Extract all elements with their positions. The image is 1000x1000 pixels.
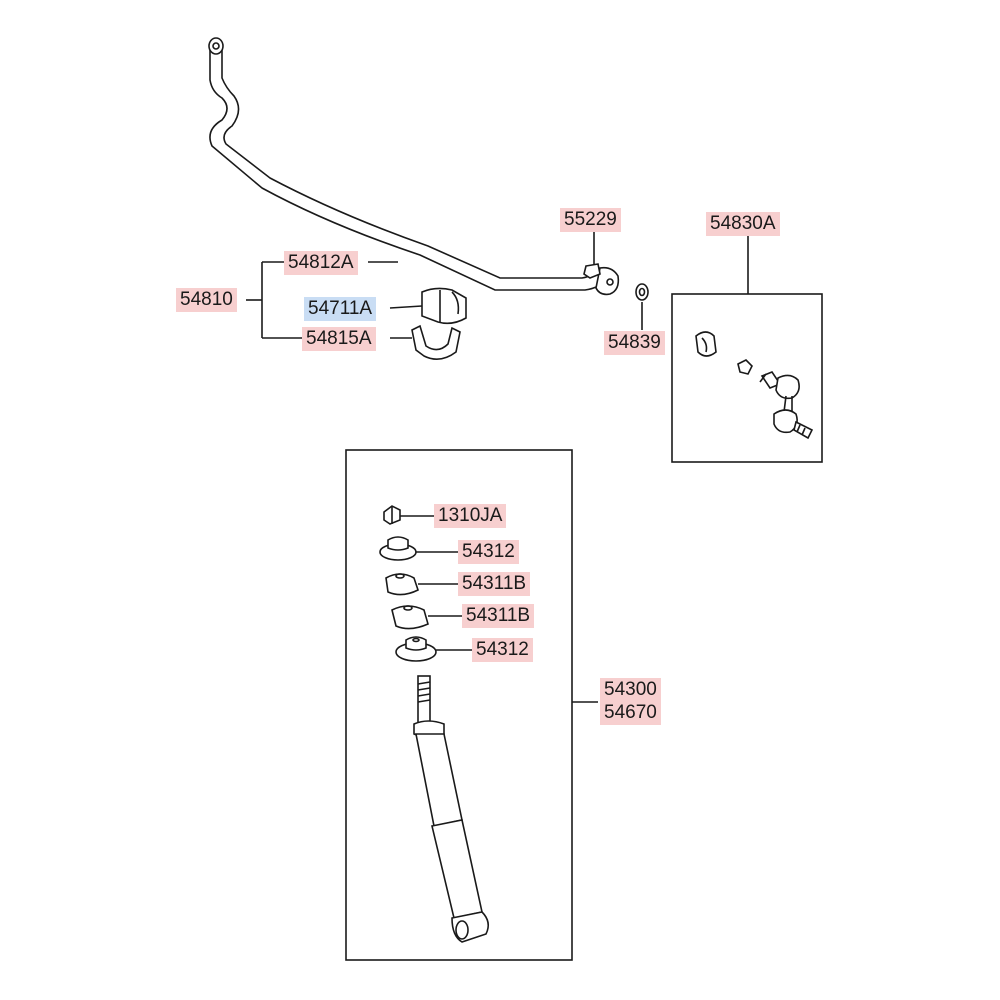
nut-1310JA-shape [383,505,401,525]
bracket-54815A-shape [411,324,461,360]
link-kit-box [671,236,823,463]
shock-absorber-shape [413,675,490,943]
washer-54839-shape [635,283,649,301]
label-54312-top[interactable]: 54312 [458,540,519,564]
nut-55229-shape [583,263,601,279]
washer-54312-top-shape [379,536,417,561]
label-54810[interactable]: 54810 [176,288,237,312]
group-bracket-54810 [246,261,398,339]
label-54830A[interactable]: 54830A [706,212,780,236]
label-54670[interactable]: 54670 [600,701,661,725]
bushing-54311B-upper-shape [385,573,419,596]
washer-54312-bottom-shape [395,636,437,662]
shock-absorber-box [345,449,598,961]
bushing-54711A-shape [421,287,467,325]
label-1310JA[interactable]: 1310JA [434,504,507,528]
label-54311B-upper[interactable]: 54311B [458,572,531,596]
label-54711A[interactable]: 54711A [304,297,377,321]
bushing-54311B-lower-shape [391,605,429,630]
label-54815A[interactable]: 54815A [302,327,376,351]
label-54312-bottom[interactable]: 54312 [472,638,533,662]
label-54300[interactable]: 54300 [600,678,661,702]
stabilizer-bar [208,37,620,296]
label-54812A[interactable]: 54812A [284,251,358,275]
label-55229[interactable]: 55229 [560,208,621,232]
label-54311B-lower[interactable]: 54311B [462,604,535,628]
label-54839[interactable]: 54839 [604,331,665,355]
